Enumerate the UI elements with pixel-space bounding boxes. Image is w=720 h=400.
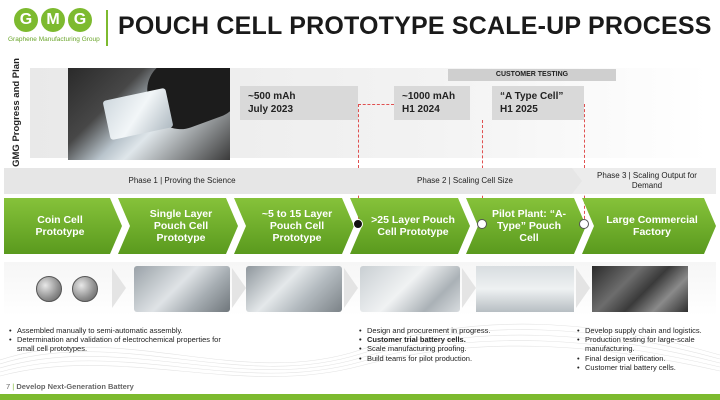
connector-a-type-v	[584, 104, 585, 224]
phase-3-strip: Phase 3 | Scaling Output for Demand	[572, 168, 716, 194]
footer-separator: |	[12, 382, 17, 391]
milestone-500mah-capacity: ~500 mAh	[248, 91, 296, 102]
progress-label-text: GMG Progress and Plan	[10, 57, 22, 167]
bullet-item: Determination and validation of electroc…	[8, 335, 240, 353]
header-divider	[106, 10, 108, 46]
progress-label: GMG Progress and Plan	[4, 58, 28, 167]
step-commercial-factory: Large Commercial Factory	[582, 198, 716, 254]
connector-500-v	[358, 104, 359, 224]
milestone-a-type-date: H1 2025	[500, 104, 538, 115]
multi-layer-cell-image	[246, 266, 342, 312]
phase-1-bullets: Assembled manually to semi-automatic ass…	[8, 326, 240, 354]
milestone-dot-500	[353, 219, 363, 229]
single-layer-cell-image	[134, 266, 230, 312]
bullet-item: Production testing for large-scale manuf…	[576, 335, 718, 353]
bullet-item-bold: Customer trial battery cells.	[358, 335, 568, 344]
step-coin-cell: Coin Cell Prototype	[4, 198, 122, 254]
gmg-logo: G M G Graphene Manufacturing Group	[8, 8, 104, 52]
milestone-a-type-name: “A Type Cell”	[500, 91, 564, 102]
bullet-item: Assembled manually to semi-automatic ass…	[8, 326, 240, 335]
phase-1-strip: Phase 1 | Proving the Science	[4, 168, 360, 194]
milestone-dot-a-type	[579, 219, 589, 229]
logo-letter-g1: G	[14, 8, 38, 32]
milestone-500mah: ~500 mAh July 2023	[240, 86, 358, 120]
bullet-item: Develop supply chain and logistics.	[576, 326, 718, 335]
pouch-cell-shape	[102, 87, 174, 141]
milestone-1000mah-capacity: ~1000 mAh	[402, 91, 456, 102]
page-number: 7	[6, 382, 11, 391]
footer-bar	[0, 394, 720, 400]
logo-letter-g2: G	[68, 8, 92, 32]
milestone-dot-1000	[477, 219, 487, 229]
phase-2-strip: Phase 2 | Scaling Cell Size	[340, 168, 590, 194]
footer: 7 | Develop Next-Generation Battery	[6, 382, 134, 391]
milestone-a-type-cell: “A Type Cell” H1 2025	[492, 86, 584, 120]
phase-2-bullets: Design and procurement in progress. Cust…	[358, 326, 568, 363]
connector-500-h	[358, 104, 394, 105]
coin-cell-image-2	[72, 276, 98, 302]
bullet-item: Build teams for pilot production.	[358, 354, 568, 363]
milestone-500mah-date: July 2023	[248, 104, 294, 115]
factory-cells-image	[592, 266, 688, 312]
25-layer-cell-image	[360, 266, 460, 312]
milestone-1000mah-date: H1 2024	[402, 104, 440, 115]
phase-3-bullets: Develop supply chain and logistics. Prod…	[576, 326, 718, 372]
pouch-cell-photo	[68, 68, 230, 160]
footer-text: Develop Next-Generation Battery	[16, 382, 134, 391]
bullet-item: Customer trial battery cells.	[576, 363, 718, 372]
logo-letter-m: M	[41, 8, 65, 32]
step-5-15-layer: ~5 to 15 Layer Pouch Cell Prototype	[234, 198, 354, 254]
pilot-plant-image	[476, 266, 574, 312]
customer-testing-banner: CUSTOMER TESTING	[448, 69, 616, 81]
step-25-layer: >25 Layer Pouch Cell Prototype	[350, 198, 470, 254]
bullet-item: Design and procurement in progress.	[358, 326, 568, 335]
bullet-item: Scale manufacturing proofing.	[358, 344, 568, 353]
milestone-1000mah: ~1000 mAh H1 2024	[394, 86, 470, 120]
page-title: POUCH CELL PROTOTYPE SCALE-UP PROCESS	[118, 12, 712, 40]
logo-subtitle: Graphene Manufacturing Group	[8, 36, 100, 43]
bullet-item: Final design verification.	[576, 354, 718, 363]
coin-cell-image-1	[36, 276, 62, 302]
step-single-layer: Single Layer Pouch Cell Prototype	[118, 198, 238, 254]
